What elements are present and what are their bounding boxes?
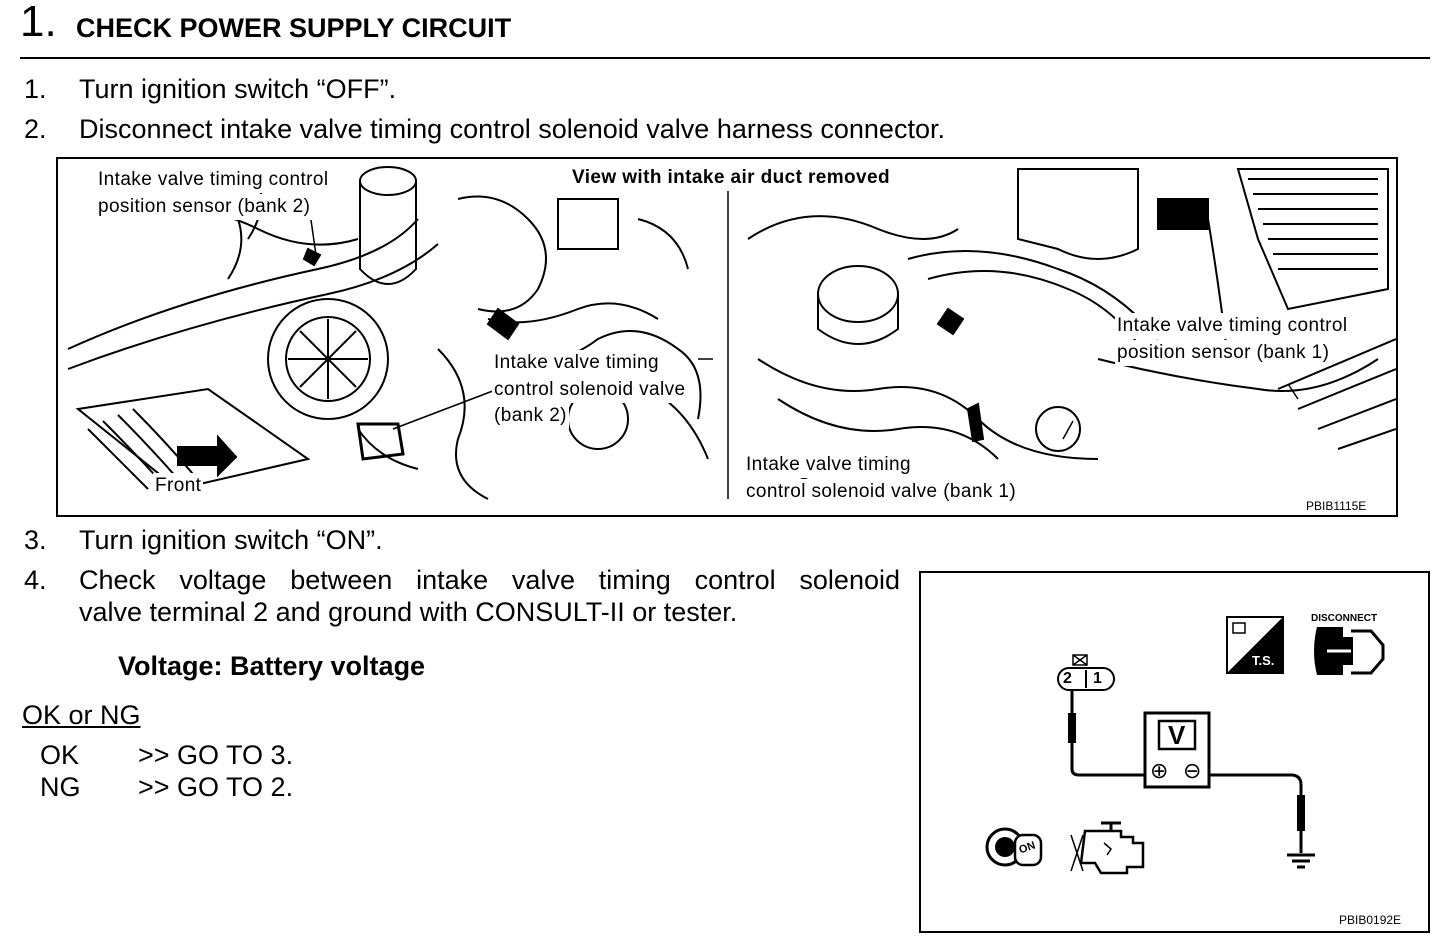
title-rule (20, 57, 1430, 59)
figure-code: PBIB1115E (1306, 499, 1367, 513)
label-valve-bank1-line2: control solenoid valve (bank 1) (744, 479, 1019, 505)
result-ng-key: NG (40, 772, 81, 802)
label-sensor-bank2-line2: position sensor (bank 2) (96, 194, 313, 220)
label-valve-bank2-line2: control solenoid valve (492, 377, 688, 403)
step-2-text: Disconnect intake valve timing control s… (79, 114, 945, 144)
label-sensor-bank2-line1: Intake valve timing control (96, 167, 331, 193)
label-front: Front (153, 473, 204, 499)
result-heading: OK or NG (22, 700, 141, 730)
engine-bay-figure: Intake valve timing control position sen… (56, 157, 1398, 517)
step-4-text-line2: valve terminal 2 and ground with CONSULT… (79, 597, 738, 627)
voltage-check-figure: 2 1 V ⊕ ⊖ T.S. DISCONNECT ON PBIB0192E (919, 571, 1430, 933)
meter-plus-icon: ⊕ (1150, 758, 1169, 783)
label-valve-bank1-line1: Intake valve timing (744, 452, 913, 478)
voltage-spec: Voltage: Battery voltage (118, 651, 426, 681)
section-title: CHECK POWER SUPPLY CIRCUIT (76, 13, 512, 43)
label-sensor-bank1-line2: position sensor (bank 1) (1115, 340, 1332, 366)
meter-minus-icon: ⊖ (1183, 758, 1202, 783)
step-1-number: 1. (24, 74, 47, 104)
voltage-circuit-diagram (985, 616, 1385, 875)
label-sensor-bank1-line1: Intake valve timing control (1115, 313, 1350, 339)
terminal-2: 2 (1063, 670, 1072, 687)
step-number: 1. (20, 0, 57, 46)
step-4-text-line1: Check voltage between intake valve timin… (79, 565, 900, 595)
figure-caption: View with intake air duct removed (570, 165, 892, 191)
terminal-1: 1 (1093, 670, 1102, 687)
figure2-code: PBIB0192E (1339, 913, 1402, 927)
disconnect-icon-label: DISCONNECT (1311, 613, 1378, 624)
result-ng-action: >> GO TO 2. (138, 772, 294, 802)
step-4-number: 4. (24, 565, 47, 595)
voltmeter-label: V (1168, 720, 1186, 750)
label-valve-bank2-line3: (bank 2) (492, 403, 569, 429)
ts-icon: T.S. (1252, 653, 1275, 668)
step-3-number: 3. (24, 525, 47, 555)
step-1-text: Turn ignition switch “OFF”. (79, 74, 397, 104)
result-ok-key: OK (40, 740, 80, 770)
step-3-text: Turn ignition switch “ON”. (79, 525, 383, 555)
label-valve-bank2-line1: Intake valve timing (492, 350, 661, 376)
step-2-number: 2. (24, 114, 47, 144)
result-ok-action: >> GO TO 3. (138, 740, 294, 770)
